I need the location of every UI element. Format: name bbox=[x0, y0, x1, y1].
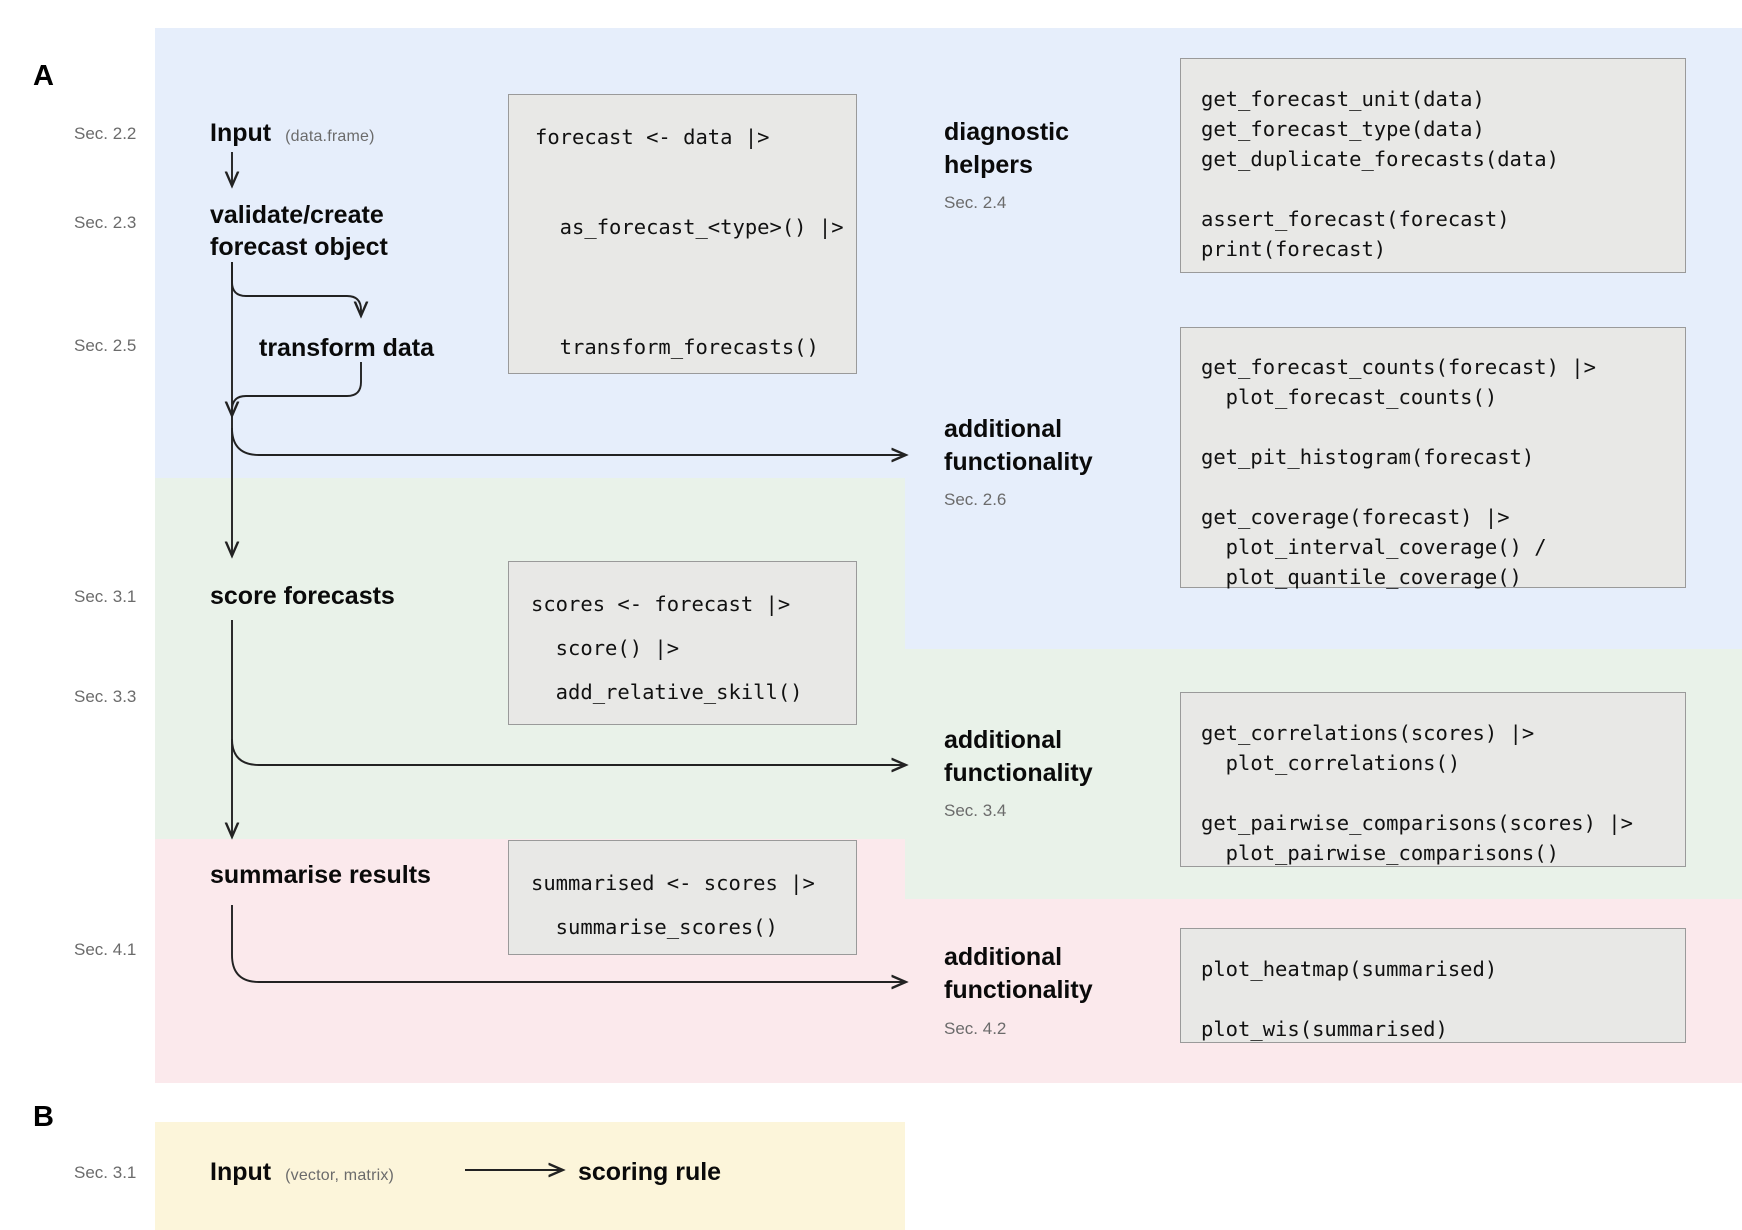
right-heading-additional-42-line2: functionality bbox=[944, 975, 1093, 1004]
right-heading-diagnostic-line1: diagnostic bbox=[944, 118, 1070, 146]
code-line: plot_interval_coverage() / bbox=[1201, 535, 1547, 559]
right-heading-diagnostic: diagnostic helpers bbox=[944, 116, 1174, 181]
code-line: get_pairwise_comparisons(scores) |> bbox=[1201, 811, 1633, 835]
flow-node-transform: transform data bbox=[259, 334, 435, 362]
code-line: scores <- forecast |> bbox=[531, 592, 791, 616]
band-panel-b-yellow bbox=[155, 1122, 905, 1230]
panel-letter-b: B bbox=[33, 1101, 55, 1133]
code-line: plot_wis(summarised) bbox=[1201, 1017, 1448, 1041]
panel-b-scoring-rule: scoring rule bbox=[578, 1158, 722, 1186]
code-block-score-pipeline: scores <- forecast |> score() |> add_rel… bbox=[508, 561, 857, 725]
code-line: plot_quantile_coverage() bbox=[1201, 565, 1522, 589]
code-line: plot_pairwise_comparisons() bbox=[1201, 841, 1559, 865]
flow-node-validate-line2: forecast object bbox=[210, 233, 388, 261]
code-line: assert_forecast(forecast) bbox=[1201, 207, 1510, 231]
flow-node-input-subtitle: (data.frame) bbox=[285, 128, 375, 145]
flow-node-validate: validate/create forecast object bbox=[210, 199, 388, 263]
code-block-diagnostic-helpers: get_forecast_unit(data) get_forecast_type… bbox=[1180, 58, 1686, 273]
right-heading-diagnostic-line2: helpers bbox=[944, 150, 1033, 179]
code-line: forecast <- data |> bbox=[535, 125, 770, 149]
sec-label-validate: Sec. 2.3 bbox=[74, 213, 137, 232]
right-heading-additional-34-line1: additional bbox=[944, 726, 1063, 754]
code-block-forecast-pipeline: forecast <- data |> as_forecast_<type>()… bbox=[508, 94, 857, 374]
code-line: get_forecast_unit(data) bbox=[1201, 87, 1485, 111]
code-line: get_forecast_counts(forecast) |> bbox=[1201, 355, 1596, 379]
code-line: get_forecast_type(data) bbox=[1201, 117, 1485, 141]
flow-node-score: score forecasts bbox=[210, 582, 395, 610]
flow-node-summarise: summarise results bbox=[210, 861, 431, 889]
code-block-additional-34: get_correlations(scores) |> plot_correla… bbox=[1180, 692, 1686, 867]
code-line: plot_correlations() bbox=[1201, 751, 1461, 775]
sec-label-input: Sec. 2.2 bbox=[74, 124, 137, 143]
code-block-additional-26: get_forecast_counts(forecast) |> plot_fo… bbox=[1180, 327, 1686, 588]
right-sec-additional-42: Sec. 4.2 bbox=[944, 1019, 1007, 1038]
code-block-additional-42: plot_heatmap(summarised) plot_wis(summari… bbox=[1180, 928, 1686, 1043]
sec-label-relative-skill: Sec. 3.3 bbox=[74, 687, 137, 706]
right-sec-diagnostic: Sec. 2.4 bbox=[944, 193, 1007, 212]
code-line: summarise_scores() bbox=[531, 915, 778, 939]
code-line: score() |> bbox=[531, 636, 680, 660]
code-block-summarise-pipeline: summarised <- scores |> summarise_scores… bbox=[508, 840, 857, 955]
code-line: get_duplicate_forecasts(data) bbox=[1201, 147, 1559, 171]
flow-node-input-label: Input bbox=[210, 119, 272, 147]
code-line: as_forecast_<type>() |> bbox=[535, 215, 844, 239]
right-heading-additional-42: additional functionality bbox=[944, 941, 1174, 1006]
flow-node-input: Input (data.frame) bbox=[210, 117, 375, 149]
right-heading-additional-42-line1: additional bbox=[944, 943, 1063, 971]
flow-node-validate-line1: validate/create bbox=[210, 201, 384, 229]
code-line: get_pit_histogram(forecast) bbox=[1201, 445, 1535, 469]
sec-label-summarise: Sec. 4.1 bbox=[74, 940, 137, 959]
right-sec-additional-26: Sec. 2.6 bbox=[944, 490, 1007, 509]
sec-label-transform: Sec. 2.5 bbox=[74, 336, 137, 355]
right-heading-additional-26-line1: additional bbox=[944, 415, 1063, 443]
code-line: print(forecast) bbox=[1201, 237, 1387, 261]
code-line: plot_heatmap(summarised) bbox=[1201, 957, 1498, 981]
code-line: plot_forecast_counts() bbox=[1201, 385, 1498, 409]
panel-b-input: Input (vector, matrix) bbox=[210, 1156, 394, 1188]
right-heading-additional-34: additional functionality bbox=[944, 724, 1174, 789]
sec-label-score: Sec. 3.1 bbox=[74, 587, 137, 606]
code-line: get_coverage(forecast) |> bbox=[1201, 505, 1510, 529]
code-line: summarised <- scores |> bbox=[531, 871, 815, 895]
sec-label-panel-b: Sec. 3.1 bbox=[74, 1163, 137, 1182]
right-sec-additional-34: Sec. 3.4 bbox=[944, 801, 1007, 820]
code-line: add_relative_skill() bbox=[531, 680, 803, 704]
code-line: transform_forecasts() bbox=[535, 335, 819, 359]
right-heading-additional-26: additional functionality bbox=[944, 413, 1174, 478]
panel-letter-a: A bbox=[33, 60, 55, 92]
code-line: get_correlations(scores) |> bbox=[1201, 721, 1535, 745]
right-heading-additional-26-line2: functionality bbox=[944, 447, 1093, 476]
right-heading-additional-34-line2: functionality bbox=[944, 758, 1093, 787]
panel-b-input-label: Input bbox=[210, 1158, 272, 1186]
panel-b-input-subtitle: (vector, matrix) bbox=[285, 1167, 395, 1184]
